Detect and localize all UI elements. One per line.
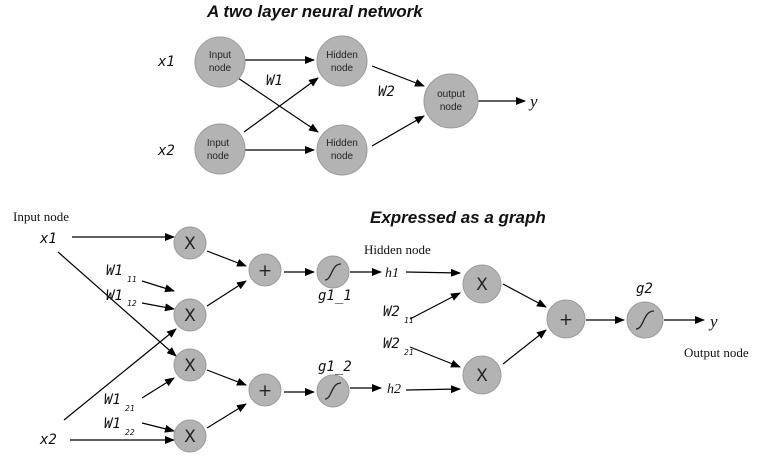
svg-text:node: node <box>209 63 232 74</box>
plus-node-3: + <box>546 299 586 339</box>
svg-text:+: + <box>258 261 272 281</box>
top-input-node-2: Input node <box>194 123 246 175</box>
mult-node-6: X <box>462 355 502 395</box>
mult-node-1: X <box>173 226 207 260</box>
svg-text:11: 11 <box>127 275 137 284</box>
svg-text:W1: W1 <box>106 288 123 304</box>
h1-label: h1 <box>385 266 399 281</box>
edge-m3-p2 <box>206 369 247 386</box>
svg-text:W2: W2 <box>383 336 400 352</box>
top-y-label: y <box>528 92 538 111</box>
hidden-node-label: Hidden node <box>364 242 431 257</box>
edge-h2-m6 <box>405 385 461 394</box>
svg-text:output: output <box>437 89 465 100</box>
edge-w122-m4 <box>141 422 175 433</box>
edge-h2-out <box>371 115 425 147</box>
graph-x2-label: x2 <box>39 432 57 448</box>
svg-text:W1: W1 <box>104 416 121 432</box>
svg-text:+: + <box>258 381 272 401</box>
svg-text:X: X <box>476 366 488 386</box>
svg-text:W2: W2 <box>383 304 400 320</box>
svg-text:node: node <box>331 63 354 74</box>
svg-text:W1: W1 <box>104 392 121 408</box>
top-output-node: output node <box>423 73 479 129</box>
top-title: A two layer neural network <box>206 2 424 21</box>
input-node-label: Input node <box>13 209 69 224</box>
edge-m4-p2 <box>206 403 247 429</box>
svg-text:X: X <box>184 356 196 376</box>
sigmoid-icon <box>324 263 342 281</box>
edge-w121-m3 <box>141 377 175 399</box>
top-hidden-node-1: Hidden node <box>316 35 368 87</box>
edge-w111-m1 <box>141 280 175 293</box>
svg-text:node: node <box>440 102 463 113</box>
svg-text:node: node <box>207 151 230 162</box>
graph-title: Expressed as a graph <box>370 208 546 227</box>
w1-12-label: W1 12 <box>106 288 137 308</box>
top-x2-label: x2 <box>157 143 175 159</box>
graph-x1-label: x1 <box>39 231 57 247</box>
svg-text:X: X <box>184 427 196 447</box>
edge-m2-p1 <box>206 280 247 307</box>
edge-m6-p3 <box>502 329 547 365</box>
edge-in1-h2 <box>237 77 319 133</box>
plus-node-1: + <box>248 253 282 287</box>
w2-21-label: W2 21 <box>383 336 414 357</box>
svg-text:21: 21 <box>125 404 135 413</box>
svg-text:Input: Input <box>207 138 229 149</box>
w1-21-label: W1 21 <box>104 392 135 413</box>
edge-in2-h1 <box>243 77 319 133</box>
g1-2-label: g1_2 <box>318 359 352 375</box>
output-node-label: Output node <box>684 345 749 360</box>
svg-text:12: 12 <box>127 299 137 308</box>
mult-node-4: X <box>173 419 207 453</box>
mult-node-2: X <box>173 298 207 332</box>
sigmoid-icon <box>324 382 342 400</box>
sigmoid-node-g1-2 <box>316 374 350 408</box>
mult-node-5: X <box>462 264 502 304</box>
mult-node-3: X <box>173 348 207 382</box>
svg-text:Hidden: Hidden <box>326 50 358 61</box>
plus-node-2: + <box>248 373 282 407</box>
svg-text:+: + <box>559 310 573 330</box>
sigmoid-node-g2 <box>626 301 664 339</box>
top-edges <box>237 56 526 154</box>
svg-text:node: node <box>331 151 354 162</box>
edge-m1-p1 <box>206 250 247 267</box>
top-input-node-1: Input node <box>194 36 246 88</box>
g2-label: g2 <box>636 281 653 297</box>
svg-text:W1: W1 <box>106 263 123 279</box>
top-x1-label: x1 <box>157 54 175 70</box>
edge-w221-m6 <box>409 346 461 368</box>
svg-text:X: X <box>184 306 196 326</box>
h2-label: h2 <box>387 382 401 397</box>
edge-x2-m2 <box>63 328 177 421</box>
svg-text:Input: Input <box>209 50 231 61</box>
sigmoid-icon <box>635 310 655 330</box>
w1-22-label: W1 22 <box>104 416 135 437</box>
g1-1-label: g1_1 <box>318 288 352 304</box>
graph-y-label: y <box>708 312 718 331</box>
edge-m5-p3 <box>502 283 547 308</box>
w2-11-label: W2 11 <box>383 304 414 325</box>
edge-h1-m5 <box>405 268 461 277</box>
edge-h1-out <box>371 65 425 87</box>
svg-text:Hidden: Hidden <box>326 138 358 149</box>
edge-w211-m5 <box>409 292 461 320</box>
top-hidden-node-2: Hidden node <box>316 124 368 176</box>
edge-x1-m3 <box>57 251 177 357</box>
svg-text:22: 22 <box>125 428 135 437</box>
svg-text:X: X <box>476 275 488 295</box>
graph-edges <box>57 233 705 444</box>
edge-w112-m2 <box>141 302 175 312</box>
top-w1-label: W1 <box>266 73 283 89</box>
svg-text:21: 21 <box>404 348 414 357</box>
sigmoid-node-g1-1 <box>316 255 350 289</box>
w1-11-label: W1 11 <box>106 263 137 284</box>
svg-text:11: 11 <box>404 316 414 325</box>
top-w2-label: W2 <box>378 84 395 100</box>
svg-text:X: X <box>184 234 196 254</box>
